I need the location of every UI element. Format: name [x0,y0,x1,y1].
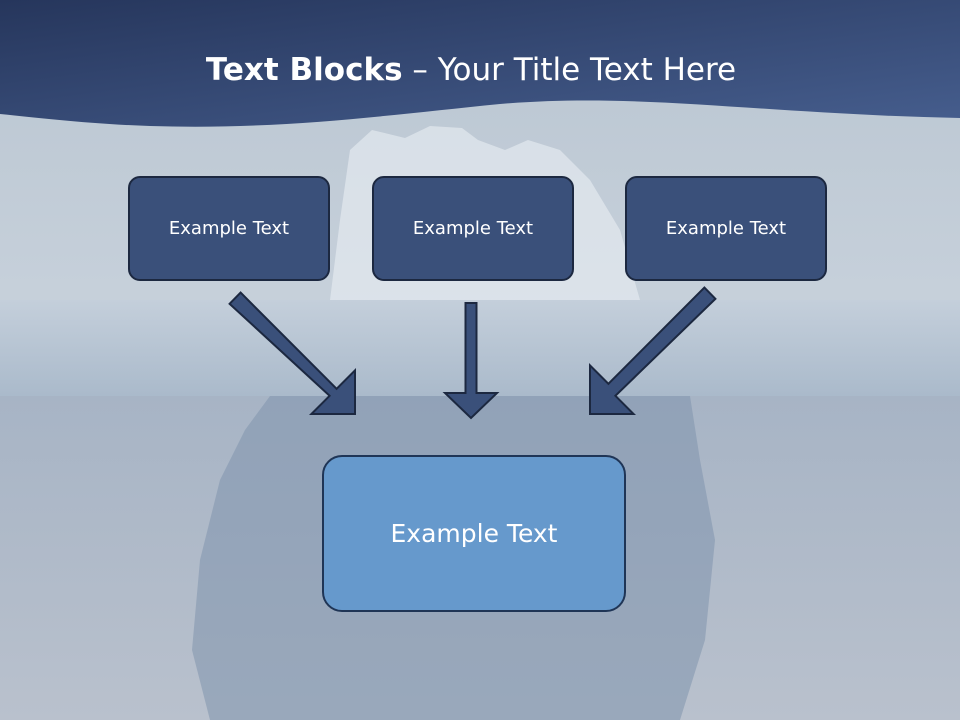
title-rest: – Your Title Text Here [412,52,737,88]
text-block-3: Example Text [625,176,827,281]
text-block-main: Example Text [322,455,626,612]
text-block-2: Example Text [372,176,574,281]
title-bold: Text Blocks [205,52,403,88]
text-block-1: Example Text [128,176,330,281]
slide-title: Text Blocks – Your Title Text Here [0,52,942,88]
